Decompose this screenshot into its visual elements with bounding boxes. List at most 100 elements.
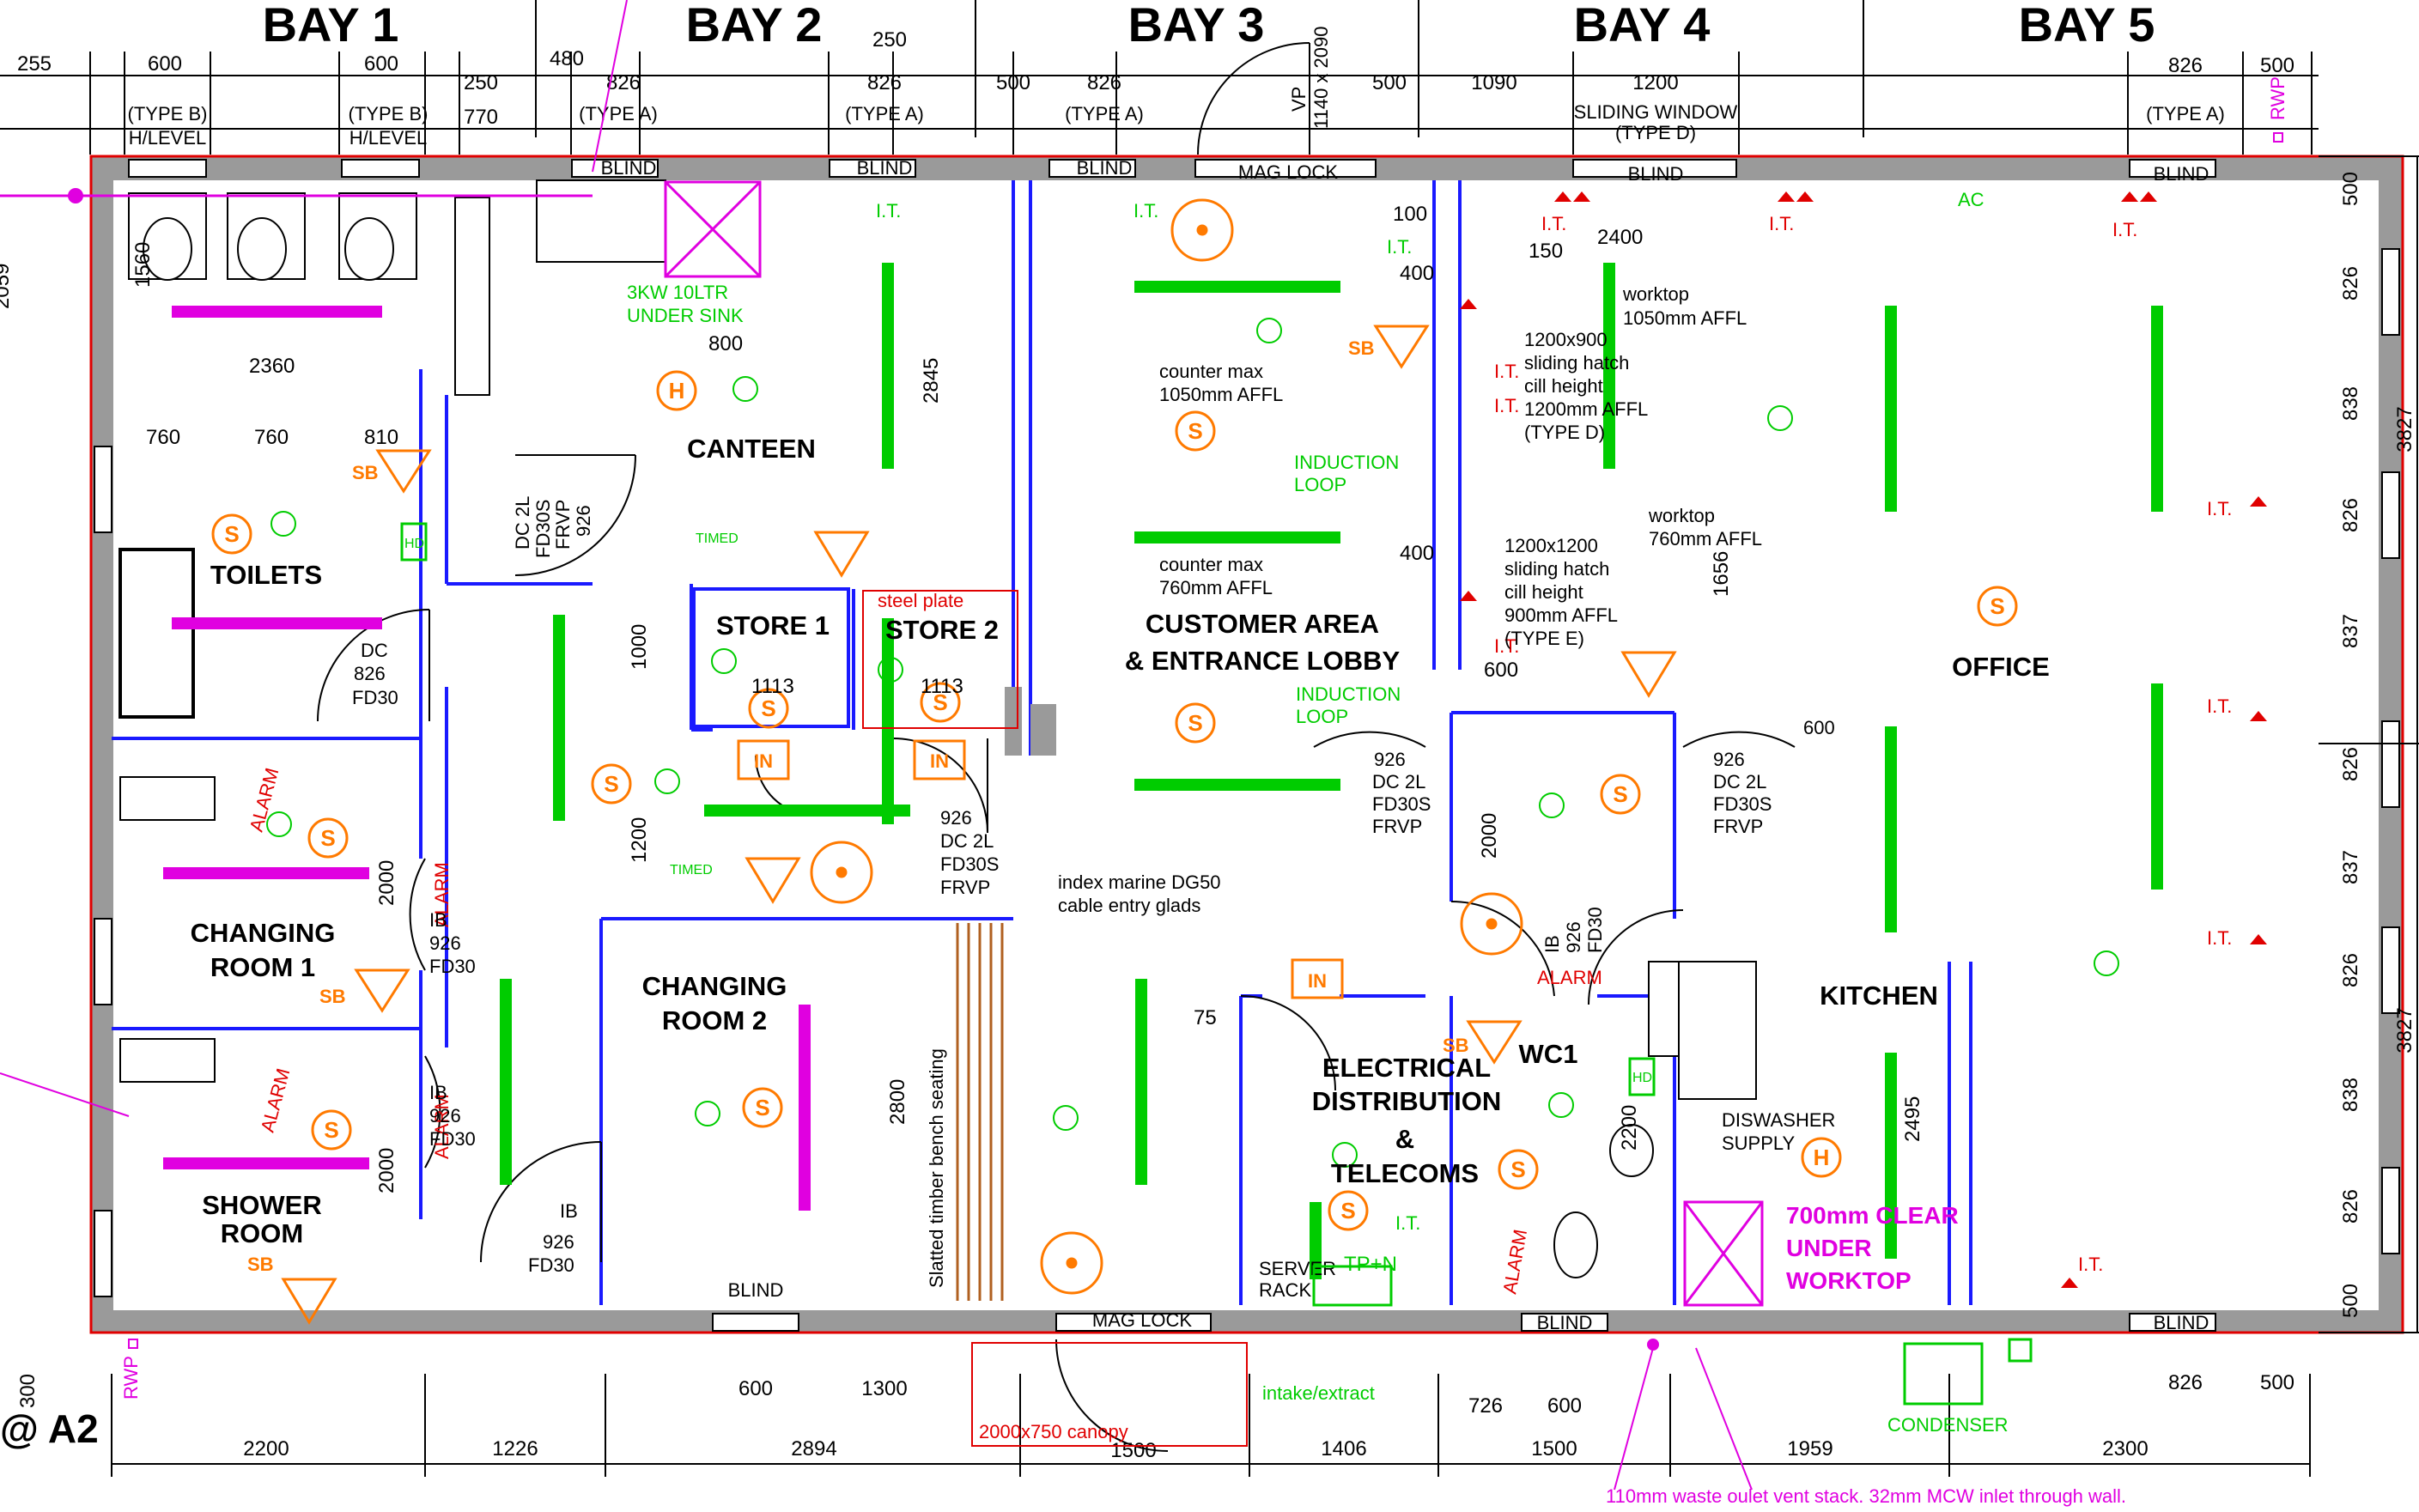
svg-text:CONDENSER: CONDENSER [1887, 1414, 2009, 1436]
svg-text:(TYPE D): (TYPE D) [1524, 422, 1605, 443]
svg-text:826: 826 [2339, 747, 2362, 781]
svg-text:SB: SB [319, 986, 346, 1007]
svg-text:ALARM: ALARM [431, 862, 453, 927]
svg-text:TELECOMS: TELECOMS [1331, 1158, 1479, 1188]
svg-text:counter max: counter max [1159, 361, 1263, 382]
bay-separators [535, 0, 1864, 137]
svg-text:I.T.: I.T. [1395, 1212, 1420, 1234]
svg-text:1406: 1406 [1321, 1437, 1366, 1460]
svg-text:I.T.: I.T. [2078, 1254, 2103, 1275]
svg-text:837: 837 [2339, 850, 2362, 884]
svg-text:150: 150 [1529, 240, 1563, 263]
svg-text:BLIND: BLIND [1537, 1312, 1593, 1333]
svg-text:I.T.: I.T. [2207, 695, 2232, 717]
svg-text:I.T.: I.T. [876, 200, 901, 222]
svg-text:DISTRIBUTION: DISTRIBUTION [1312, 1086, 1501, 1116]
svg-text:S: S [1188, 418, 1202, 444]
svg-text:IB: IB [429, 1082, 447, 1103]
svg-text:S: S [320, 825, 335, 851]
svg-text:S: S [761, 695, 775, 721]
svg-text:1656: 1656 [1710, 551, 1733, 597]
svg-text:2300: 2300 [2102, 1437, 2148, 1460]
bay-3-label: BAY 3 [1128, 0, 1265, 52]
svg-text:SB: SB [352, 462, 379, 483]
dim-500a: 500 [996, 71, 1030, 94]
svg-text:LOOP: LOOP [1296, 706, 1348, 727]
svg-text:TP+N: TP+N [1344, 1253, 1397, 1276]
annotations: counter max 1050mm AFFL counter max 760m… [246, 189, 2009, 1442]
in-box-2: IN [930, 750, 949, 772]
svg-text:UNDER SINK: UNDER SINK [627, 305, 744, 326]
svg-text:500: 500 [2339, 172, 2362, 206]
svg-text:S: S [1188, 710, 1202, 736]
condenser-unit [1903, 1338, 2033, 1406]
bay-headers: BAY 1 BAY 2 BAY 3 BAY 4 BAY 5 [263, 0, 2155, 52]
rwp-top: RWP [2267, 76, 2288, 120]
svg-text:I.T.: I.T. [1541, 213, 1566, 234]
svg-text:926: 926 [543, 1231, 574, 1253]
dim-600b: 600 [364, 52, 398, 76]
svg-text:1200mm AFFL: 1200mm AFFL [1524, 398, 1648, 420]
svg-text:926: 926 [573, 505, 594, 537]
svg-text:1000: 1000 [628, 624, 651, 670]
svg-text:3827: 3827 [2393, 1007, 2416, 1053]
dim-770: 770 [464, 106, 498, 129]
window-type-a-3: (TYPE A) [1065, 103, 1144, 124]
svg-text:BLIND: BLIND [728, 1279, 784, 1301]
room-kitchen: KITCHEN [1820, 981, 1938, 1011]
svg-text:826: 826 [354, 663, 386, 684]
it-labels: I.T. I.T. I.T. I.T. I.T. I.T. I.T. I.T. … [1494, 213, 2232, 1275]
svg-text:600: 600 [1547, 1394, 1582, 1418]
sounder-labels: SB SB SB SB SB [247, 337, 1469, 1275]
svg-text:300: 300 [16, 1374, 40, 1408]
svg-text:760: 760 [254, 426, 289, 449]
svg-text:810: 810 [364, 426, 398, 449]
bay-4-label: BAY 4 [1574, 0, 1711, 52]
svg-text:BLIND: BLIND [857, 157, 913, 179]
svg-text:I.T.: I.T. [1387, 236, 1412, 258]
svg-text:926: 926 [429, 932, 461, 954]
it-outlets [1460, 191, 2267, 1288]
window-type-b-2: (TYPE B) [349, 103, 428, 124]
svg-text:IB: IB [560, 1200, 578, 1222]
internal-dimensions: 2400 150 100 400 400 600 2845 1000 1200 … [0, 203, 1924, 1193]
svg-text:926: 926 [940, 807, 972, 829]
svg-text:FRVP: FRVP [940, 877, 990, 898]
svg-text:INDUCTION: INDUCTION [1296, 683, 1401, 705]
svg-text:2200: 2200 [243, 1437, 289, 1460]
dim-1200: 1200 [1632, 71, 1678, 94]
room-changing-2: CHANGING [642, 971, 787, 1001]
window-type-a-4: (TYPE A) [2146, 103, 2225, 124]
room-entrance-lobby: & ENTRANCE LOBBY [1125, 646, 1401, 676]
svg-text:2400: 2400 [1597, 226, 1643, 249]
svg-text:S: S [604, 771, 618, 797]
svg-text:1226: 1226 [492, 1437, 538, 1460]
svg-text:2800: 2800 [886, 1079, 909, 1125]
svg-text:SERVER: SERVER [1259, 1258, 1336, 1279]
svg-text:I.T.: I.T. [1769, 213, 1794, 234]
window-type-d: (TYPE D) [1615, 122, 1696, 143]
svg-text:3KW 10LTR: 3KW 10LTR [627, 282, 728, 303]
svg-text:837: 837 [2339, 614, 2362, 648]
dim-250a: 250 [464, 71, 498, 94]
bay-1-label: BAY 1 [263, 0, 399, 52]
svg-text:H: H [669, 378, 685, 404]
svg-text:760mm AFFL: 760mm AFFL [1159, 577, 1273, 598]
svg-text:400: 400 [1400, 542, 1434, 565]
svg-text:IB: IB [429, 909, 447, 931]
svg-text:2059: 2059 [0, 264, 14, 309]
svg-text:826: 826 [2339, 1189, 2362, 1224]
svg-text:I.T.: I.T. [1494, 361, 1519, 382]
window-hlevel-2: H/LEVEL [349, 127, 428, 149]
svg-text:DC 2L: DC 2L [1713, 771, 1766, 792]
svg-text:826: 826 [2168, 1371, 2203, 1394]
room-labels: TOILETS CANTEEN STORE 1 STORE 2 CUSTOMER… [191, 434, 2050, 1248]
hd-boxes [400, 522, 1656, 1307]
svg-text:826: 826 [2339, 498, 2362, 532]
svg-text:FRVP: FRVP [552, 500, 574, 550]
bottom-windows [712, 1313, 2216, 1332]
svg-text:H: H [1814, 1145, 1830, 1170]
svg-text:S: S [1510, 1157, 1525, 1182]
window-hlevel-1: H/LEVEL [129, 127, 207, 149]
